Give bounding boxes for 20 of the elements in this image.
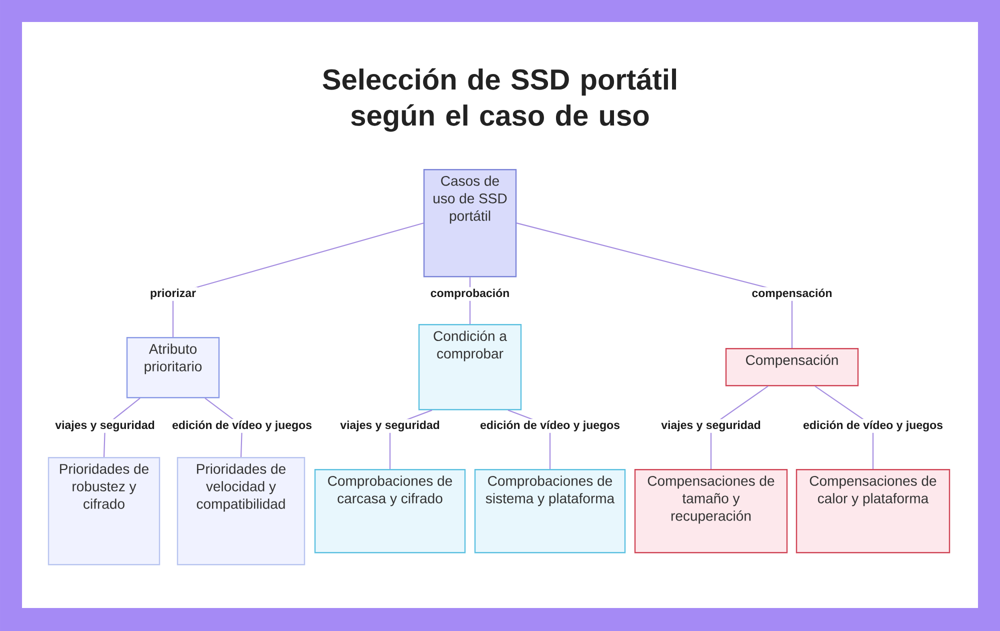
box: Condición a comprobar <box>418 324 522 410</box>
box: Comprobaciones de carcasa y cifrado <box>314 468 466 554</box>
title: Selección de SSD portátil según el caso de uso <box>322 68 676 132</box>
box: Prioridades de robustez y cifrado <box>48 457 160 566</box>
box: Prioridades de velocidad y compatibilidad <box>176 457 306 566</box>
edge-label: edición de vídeo y juegos <box>170 419 314 433</box>
box: Compensaciones de calor y plataforma <box>796 468 950 554</box>
box: Atributo prioritario <box>126 337 220 398</box>
edge-label: edición de vídeo y juegos <box>802 419 944 433</box>
box: Comprobaciones de sistema y plataforma <box>474 468 626 554</box>
edge-label: compensación <box>750 287 834 301</box>
box: Compensaciones de tamaño y recuperación <box>634 468 788 554</box>
edge-label: edición de vídeo y juegos <box>478 419 622 433</box>
edge-label: viajes y seguridad <box>54 419 156 433</box>
edge-label: comprobación <box>428 287 512 301</box>
box: Casos de uso de SSD portátil <box>423 169 517 278</box>
edge-label: viajes y seguridad <box>660 419 762 433</box>
box: Compensación <box>725 348 859 386</box>
edge-label: viajes y seguridad <box>338 419 442 433</box>
edge-label: priorizar <box>148 287 198 301</box>
